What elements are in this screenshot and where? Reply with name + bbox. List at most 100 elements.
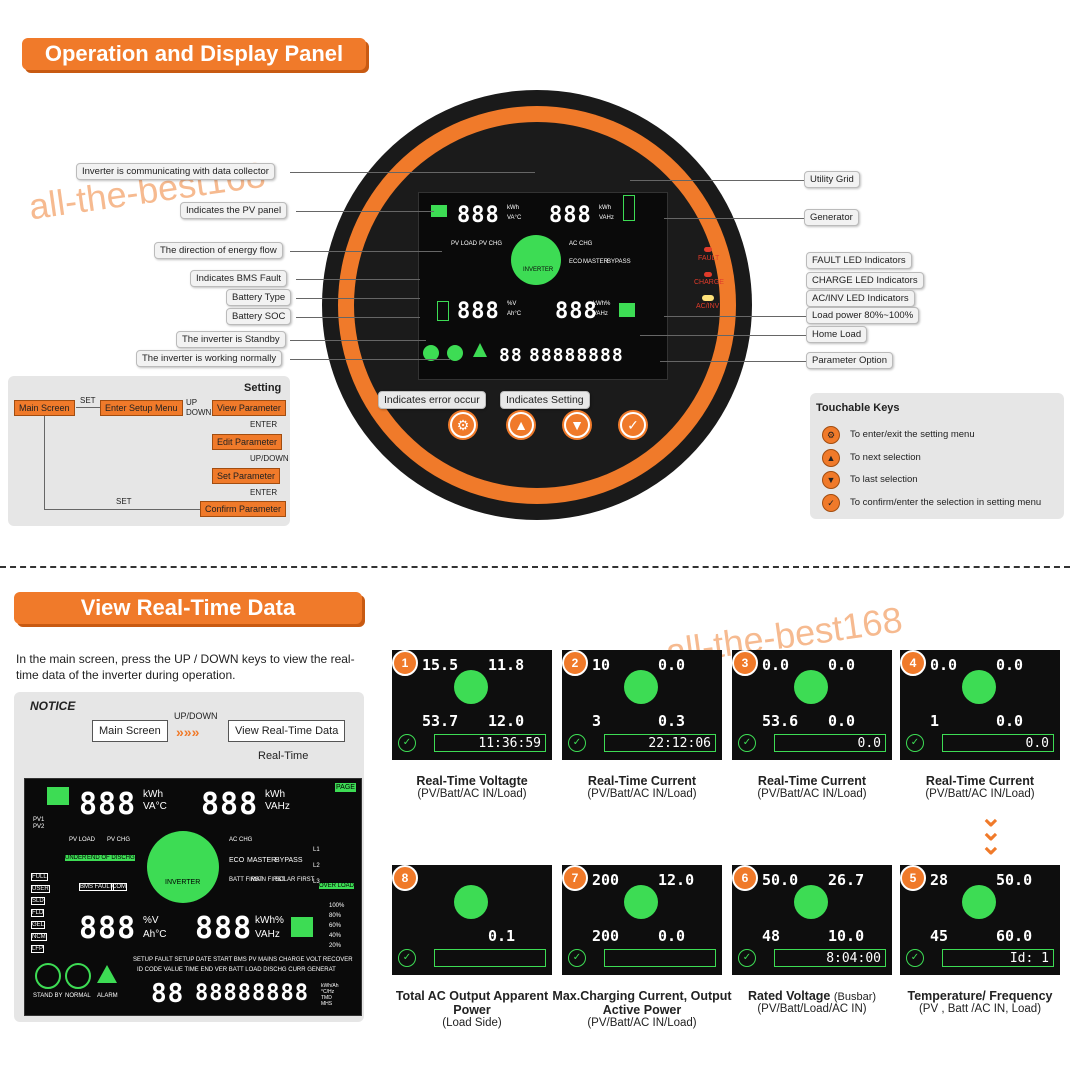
mini-value-tr: 26.7 bbox=[828, 871, 865, 889]
realtime-caption: Total AC Output Apparent Power(Load Side… bbox=[395, 989, 549, 1029]
flow-arrow-updown: UP/DOWN bbox=[250, 454, 289, 463]
nlcd-solar-first: SOLAR FIRST bbox=[275, 877, 315, 883]
nlcd-mode-bypass: BYPASS bbox=[275, 857, 303, 864]
label-indicates-setting: Indicates Setting bbox=[500, 391, 590, 409]
mini-value-br: 12.0 bbox=[488, 712, 525, 730]
nlcd-unit-tl: kWh bbox=[143, 789, 163, 800]
up-key[interactable]: ▲ bbox=[508, 412, 534, 438]
lcd-battery-icon bbox=[437, 301, 449, 321]
setting-flow-title: Setting bbox=[244, 382, 282, 394]
lcd-pv-chg: PV CHG bbox=[479, 241, 503, 247]
nlcd-load-60: 60% bbox=[329, 923, 342, 929]
mini-inverter-circle bbox=[962, 885, 996, 919]
nlcd-unit-br: kWh% bbox=[255, 915, 284, 926]
down-key[interactable]: ▼ bbox=[564, 412, 590, 438]
touch-key-label: To enter/exit the setting menu bbox=[850, 429, 975, 440]
callout-normal: The inverter is working normally bbox=[136, 350, 283, 367]
lcd-unit-bl: %V bbox=[507, 301, 517, 307]
check-icon: ✓ bbox=[822, 494, 840, 512]
charge-led-label: CHARGE bbox=[694, 279, 724, 286]
mini-value-br: 0.1 bbox=[488, 927, 516, 945]
mini-value-br: 0.0 bbox=[658, 927, 686, 945]
nlcd-digits-bl: 888 bbox=[79, 911, 137, 946]
acinv-led-label: AC/INV bbox=[696, 303, 720, 310]
acinv-led bbox=[702, 295, 714, 301]
nlcd-ac-chg: AC CHG bbox=[229, 837, 253, 843]
nlcd-overload: OVER LOAD bbox=[319, 883, 355, 889]
lcd-unit-tr2: VAHz bbox=[599, 215, 614, 221]
step-badge: 8 bbox=[392, 865, 418, 891]
lcd-digits-bl: 888 bbox=[457, 299, 500, 324]
charge-led bbox=[704, 272, 712, 277]
lcd-digits-tl: 888 bbox=[457, 203, 500, 228]
callout-charge-led: CHARGE LED Indicators bbox=[806, 272, 924, 289]
nlcd-batt-gel: GEL bbox=[31, 921, 46, 929]
lcd-unit-br: kWh% bbox=[593, 301, 611, 307]
setting-key[interactable]: ⚙ bbox=[450, 412, 476, 438]
callout-home-load: Home Load bbox=[806, 326, 868, 343]
nlcd-pv2: PV2 bbox=[33, 824, 45, 830]
mini-value-bl: 45 bbox=[930, 927, 949, 945]
nlcd-standby-icon bbox=[35, 963, 61, 989]
callout-generator: Generator bbox=[804, 209, 859, 226]
lcd-param-text: 88888888 bbox=[529, 345, 624, 366]
step-badge: 3 bbox=[732, 650, 758, 676]
notice-lcd: 888 kWh VA°C 888 kWh VAHz PAGE PV1 PV2 P… bbox=[24, 778, 362, 1016]
normal-icon: ✓ bbox=[738, 734, 756, 752]
realtime-caption: Temperature/ Frequency(PV , Batt /AC IN,… bbox=[907, 989, 1053, 1015]
nlcd-batt-sld: SLD bbox=[31, 897, 45, 905]
callout-bms-fault: Indicates BMS Fault bbox=[190, 270, 288, 287]
step-badge: 7 bbox=[562, 865, 588, 891]
nlcd-mode-master: MASTER bbox=[247, 857, 277, 864]
lcd-unit-tr: kWh bbox=[599, 205, 611, 211]
nlcd-l1: L1 bbox=[313, 847, 320, 853]
notice-chevrons: »»» bbox=[176, 724, 200, 740]
label-error-occur: Indicates error occur bbox=[378, 391, 486, 409]
mini-value-tl: 15.5 bbox=[422, 656, 459, 674]
step-badge: 6 bbox=[732, 865, 758, 891]
confirm-key[interactable]: ✓ bbox=[620, 412, 646, 438]
notice-realtime: Real-Time bbox=[258, 750, 309, 762]
normal-icon: ✓ bbox=[906, 734, 924, 752]
normal-icon: ✓ bbox=[568, 949, 586, 967]
nlcd-inverter-circle bbox=[147, 831, 219, 903]
callout-parameter-option: Parameter Option bbox=[806, 352, 893, 369]
mini-value-bl: 200 bbox=[592, 927, 620, 945]
mini-value-tl: 0.0 bbox=[930, 656, 958, 674]
callout-battery-type: Battery Type bbox=[226, 289, 292, 306]
mini-inverter-circle bbox=[624, 885, 658, 919]
nlcd-pv-chg: PV CHG bbox=[107, 837, 131, 843]
nlcd-digits-tl: 888 bbox=[79, 787, 137, 822]
step-badge: 4 bbox=[900, 650, 926, 676]
mini-value-tr: 12.0 bbox=[658, 871, 695, 889]
realtime-screen: 0.1 ✓ 8 bbox=[392, 865, 552, 975]
mini-param-bar bbox=[604, 949, 716, 967]
nlcd-com: COM bbox=[111, 883, 127, 891]
normal-icon: ✓ bbox=[398, 734, 416, 752]
touch-key-label: To next selection bbox=[850, 452, 921, 463]
realtime-caption: Real-Time Current(PV/Batt/AC IN/Load) bbox=[757, 774, 867, 800]
flow-confirm-param: Confirm Parameter bbox=[200, 501, 287, 517]
nlcd-unit-tr2: VAHz bbox=[265, 801, 290, 812]
mini-value-bl: 1 bbox=[930, 712, 940, 730]
realtime-caption: Real-Time Voltagte(PV/Batt/AC IN/Load) bbox=[416, 774, 528, 800]
flow-enter-setup: Enter Setup Menu bbox=[100, 400, 183, 416]
nlcd-unit-br2: VAHz bbox=[255, 929, 280, 940]
nlcd-batt-user: USER bbox=[31, 885, 50, 893]
normal-icon: ✓ bbox=[906, 949, 924, 967]
normal-icon: ✓ bbox=[398, 949, 416, 967]
nlcd-digits-br: 888 bbox=[195, 911, 253, 946]
callout-utility-grid: Utility Grid bbox=[804, 171, 860, 188]
mini-param-bar: 0.0 bbox=[942, 734, 1054, 752]
nlcd-l3: L3 bbox=[313, 879, 320, 885]
nlcd-main-first: MAIN FIRST bbox=[251, 877, 285, 883]
lcd-grid-icon bbox=[623, 195, 635, 221]
nlcd-home-icon bbox=[291, 917, 313, 937]
notice-updown: UP/DOWN bbox=[174, 711, 218, 721]
nlcd-normal-label: NORMAL bbox=[65, 993, 91, 999]
mini-value-tr: 11.8 bbox=[488, 656, 525, 674]
